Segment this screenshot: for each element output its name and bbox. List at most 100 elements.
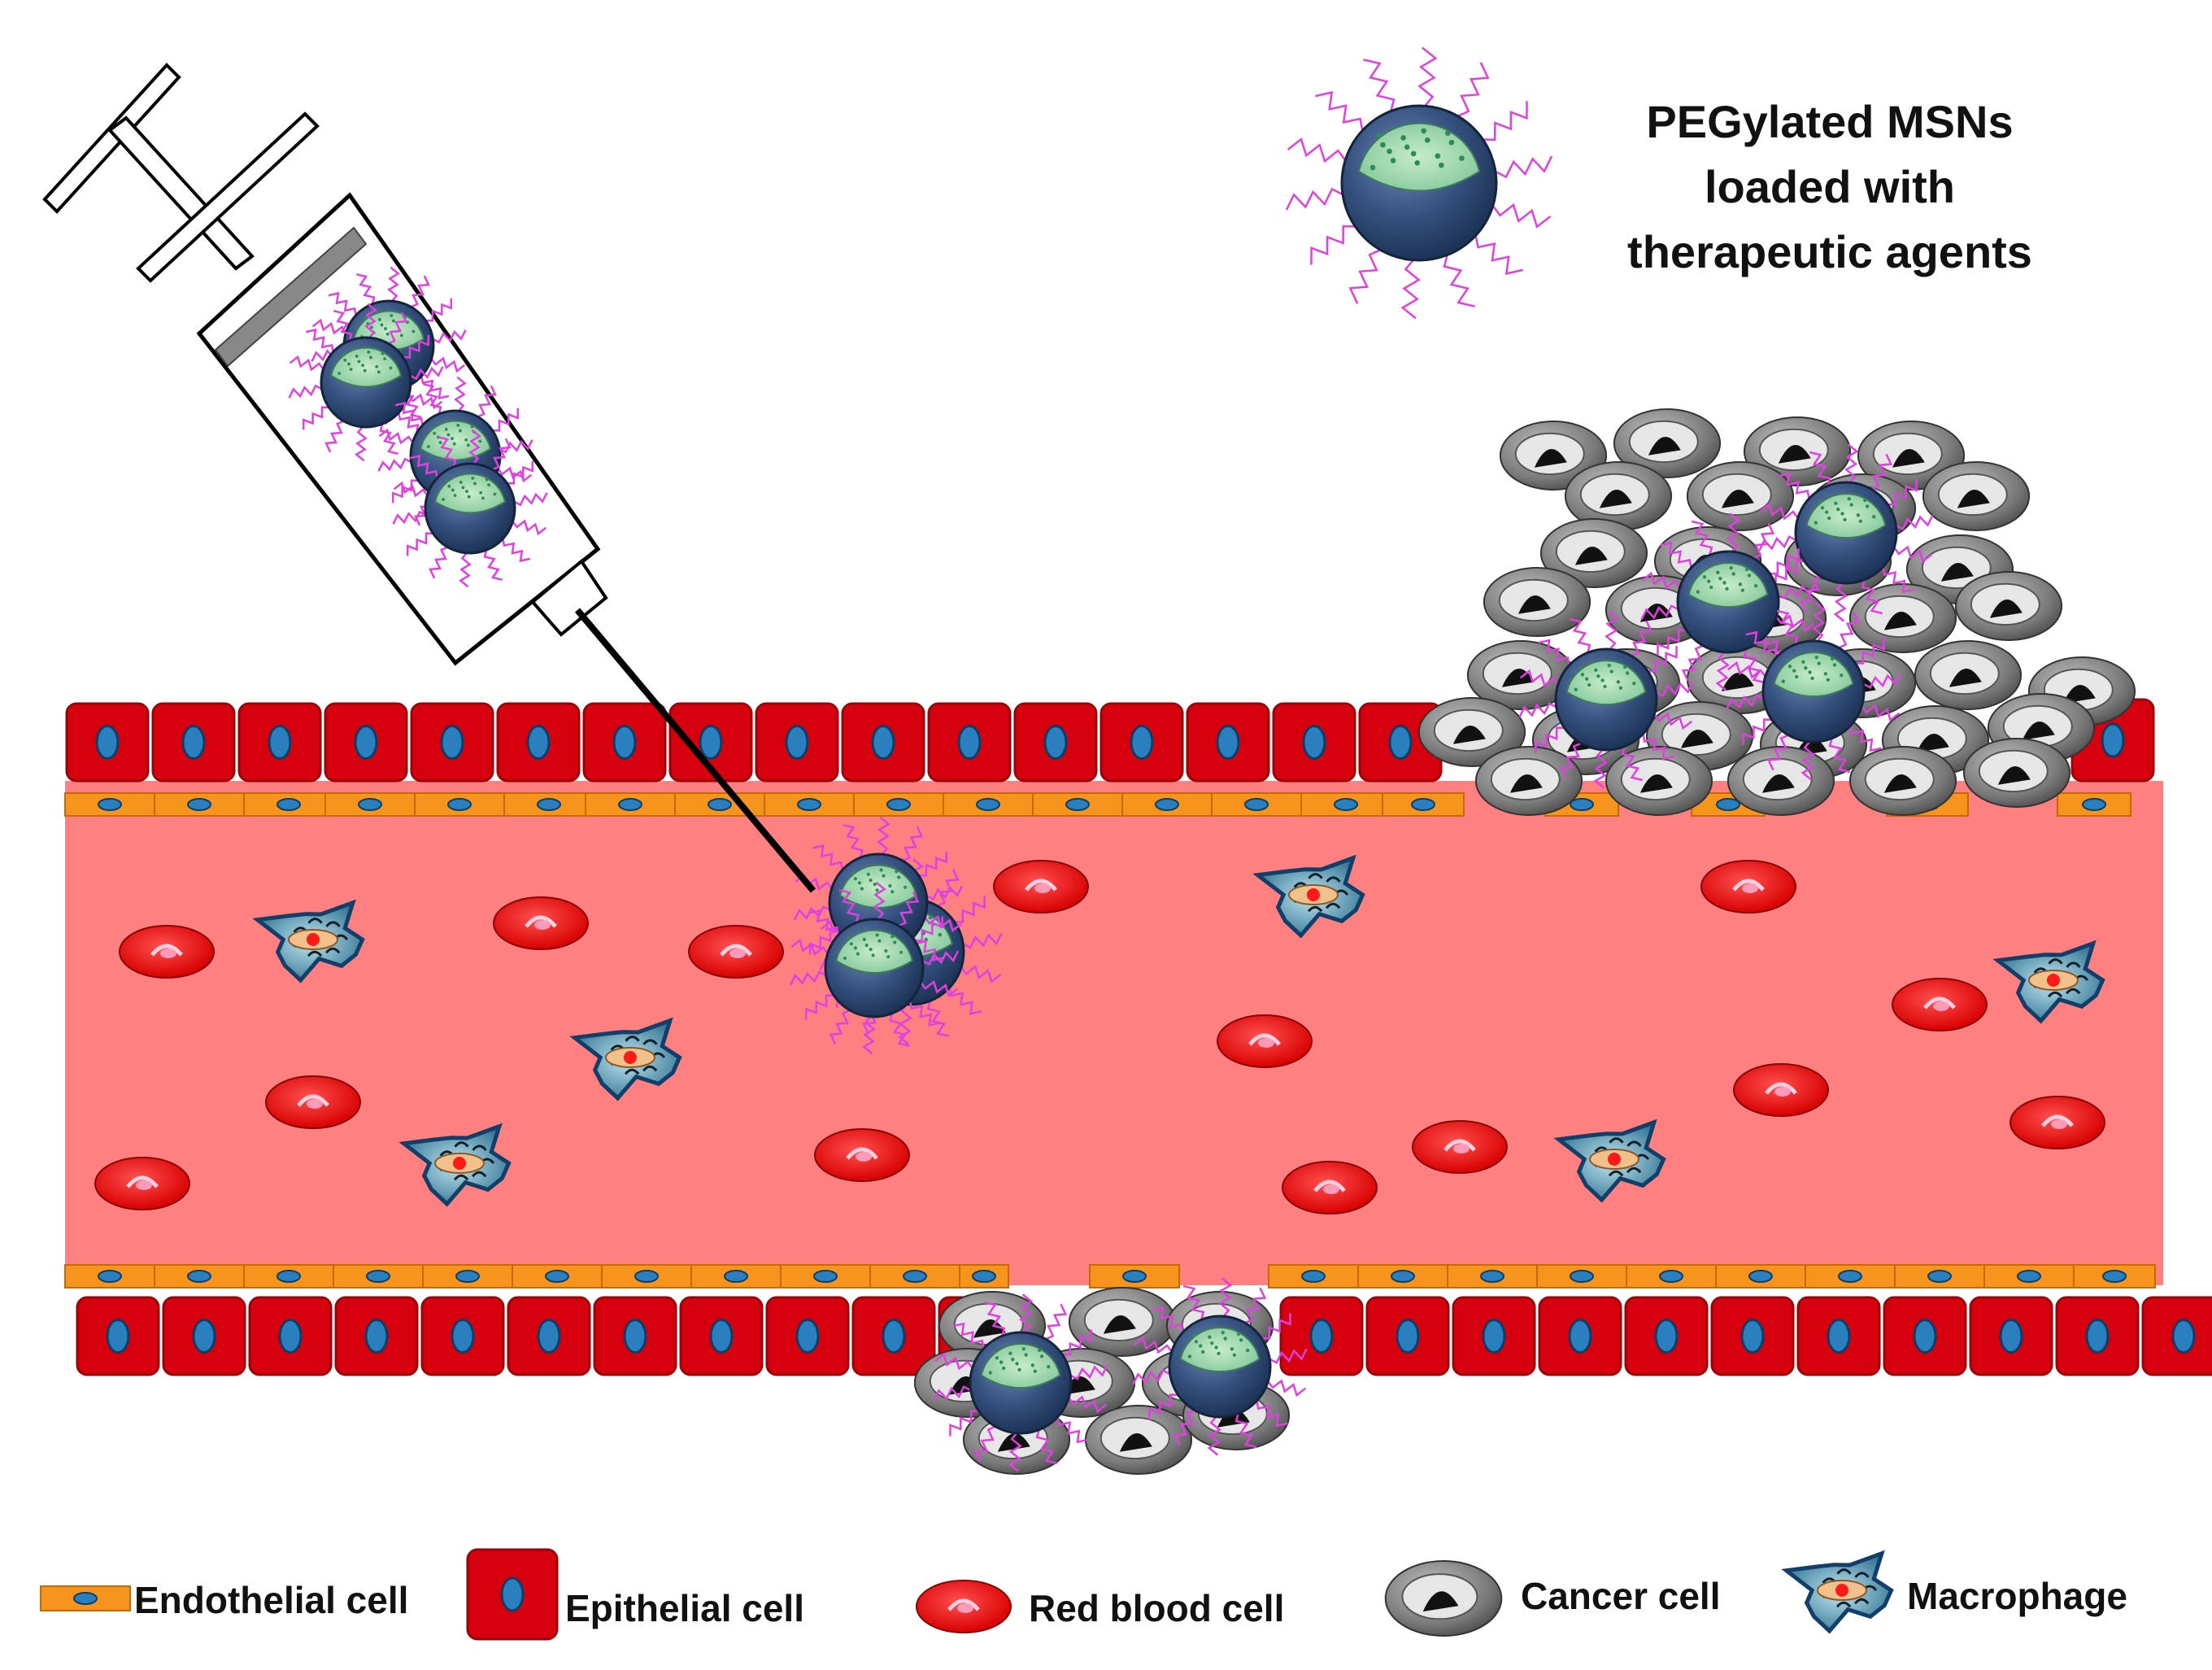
epithelial-cell-icon: [420, 1296, 505, 1376]
epithelial-cell-icon: [162, 1296, 246, 1376]
legend-label-epithelial: Epithelial cell: [565, 1587, 804, 1629]
msn-nanoparticle-icon: [1132, 1277, 1308, 1456]
cancer-cell-icon: [1613, 408, 1722, 478]
endothelial-cell-icon: [422, 1264, 513, 1288]
epithelial-cell-icon: [65, 702, 150, 783]
cell-layer: [94, 46, 2136, 1475]
epithelial-cell-icon: [1279, 1296, 1364, 1376]
epithelial-cell-icon: [76, 1296, 160, 1376]
endothelial-cell-icon: [154, 792, 245, 817]
red-blood-cell-icon: [2010, 1096, 2105, 1149]
epithelial-cell-icon: [1538, 1296, 1622, 1376]
barrel-flange: [136, 111, 320, 283]
red-blood-cell-icon: [688, 925, 784, 979]
epithelial-cell-icon: [593, 1296, 677, 1376]
endothelial-cell-icon: [869, 1264, 960, 1288]
cancer-cell-icon: [1384, 1560, 1503, 1637]
endothelial-cell-icon: [154, 1264, 245, 1288]
epithelial-cell-icon: [1624, 1296, 1709, 1376]
syringe-icon: [42, 63, 816, 893]
epithelial-cell-icon: [496, 702, 581, 783]
epithelial-cell-icon: [151, 702, 236, 783]
syringe-barrel: [196, 192, 601, 666]
endothelial-cell-icon: [64, 792, 155, 817]
endothelial-cell-icon: [333, 1264, 424, 1288]
title-line-3: therapeutic agents: [1627, 226, 2032, 277]
msn-nanoparticle-icon: [392, 429, 548, 588]
macrophage-icon: [252, 899, 365, 983]
epithelial-cell-icon: [1272, 702, 1356, 783]
nanoparticle-title: PEGylated MSNs loaded with therapeutic a…: [1529, 89, 2131, 285]
endothelial-cell-icon: [1382, 792, 1465, 817]
cancer-cell-icon: [1954, 571, 2063, 641]
endothelial-cell-icon: [1626, 1264, 1717, 1288]
epithelial-cell-icon: [2055, 1296, 2140, 1376]
red-blood-cell-icon: [265, 1075, 361, 1129]
endothelial-cell-icon: [1032, 792, 1123, 817]
legend-label-cancer-cell: Cancer cell: [1521, 1575, 1721, 1617]
red-blood-cell-icon: [916, 1580, 1012, 1633]
msn-nanoparticle-icon: [1758, 443, 1934, 622]
epithelial-cell-icon: [765, 1296, 850, 1376]
blood-vessel: [64, 698, 2212, 1376]
cancer-cell-icon: [1539, 518, 1648, 588]
epithelial-cell-icon: [668, 702, 753, 783]
endothelial-cell-icon: [2073, 1264, 2156, 1288]
epithelial-cell-icon: [1099, 702, 1184, 783]
endothelial-cell-icon: [690, 1264, 782, 1288]
endothelial-cell-icon: [764, 792, 855, 817]
macrophage-icon: [398, 1123, 512, 1207]
cancer-cell-icon: [1068, 1287, 1177, 1357]
macrophage-icon: [1992, 940, 2105, 1024]
epithelial-cell-icon: [1710, 1296, 1795, 1376]
endothelial-cell-icon: [64, 1264, 155, 1288]
endothelial-cell-icon: [780, 1264, 871, 1288]
cancer-cell-icon: [1466, 640, 1575, 710]
legend-label-red-blood-cell: Red blood cell: [1029, 1587, 1285, 1629]
msn-nanoparticle-icon: [789, 881, 960, 1055]
endothelial-cell-icon: [512, 1264, 603, 1288]
cancer-cell-icon: [1084, 1405, 1193, 1475]
red-blood-cell-icon: [493, 896, 589, 950]
cancer-cell-icon: [1474, 746, 1583, 816]
epithelial-cell-icon: [755, 702, 839, 783]
endothelial-cell-icon: [1805, 1264, 1896, 1288]
msn-nanoparticle-icon: [1518, 610, 1694, 789]
endothelial-cell-icon: [1268, 1264, 1359, 1288]
endothelial-cell-icon: [2057, 792, 2131, 817]
cancer-cell-icon: [1848, 746, 1957, 816]
endothelial-cell-icon: [1544, 792, 1619, 817]
red-blood-cell-icon: [94, 1157, 190, 1210]
red-blood-cell-icon: [1700, 860, 1796, 913]
epithelial-cell-icon: [334, 1296, 419, 1376]
cancer-cell-icon: [1564, 461, 1673, 531]
epithelial-cell-icon: [507, 1296, 591, 1376]
epithelial-cell-icon: [1796, 1296, 1881, 1376]
red-blood-cell-icon: [993, 860, 1089, 913]
epithelial-cell-icon: [1452, 1296, 1536, 1376]
syringe-needle: [574, 608, 816, 893]
epithelial-cell-icon: [679, 1296, 764, 1376]
red-blood-cell-icon: [814, 1128, 910, 1182]
epithelial-cell-icon: [927, 702, 1012, 783]
macrophage-icon: [1781, 1550, 1894, 1634]
legend-label-endothelial: Endothelial cell: [134, 1579, 409, 1621]
msn-nanoparticle-icon: [288, 303, 444, 462]
endothelial-cell-icon: [1983, 1264, 2075, 1288]
endothelial-cell-icon: [243, 1264, 334, 1288]
endothelial-cell-icon: [1536, 1264, 1627, 1288]
vessel-lumen: [65, 781, 2163, 1285]
endothelial-cell-icon: [1211, 792, 1302, 817]
syringe-tip: [530, 559, 608, 637]
endothelial-cell-icon: [853, 792, 944, 817]
epithelial-cell-icon: [1013, 702, 1098, 783]
epithelial-cell-icon: [841, 702, 925, 783]
plunger-seal: [214, 226, 368, 368]
endothelial-cell-icon: [1894, 1264, 1985, 1288]
legend-icons: [40, 1548, 1894, 1641]
endothelial-cell-icon: [503, 792, 594, 817]
epithelial-cell-icon: [248, 1296, 333, 1376]
msn-nanoparticle-icon: [1726, 602, 1901, 781]
endothelial-cell-icon: [959, 1264, 1009, 1288]
